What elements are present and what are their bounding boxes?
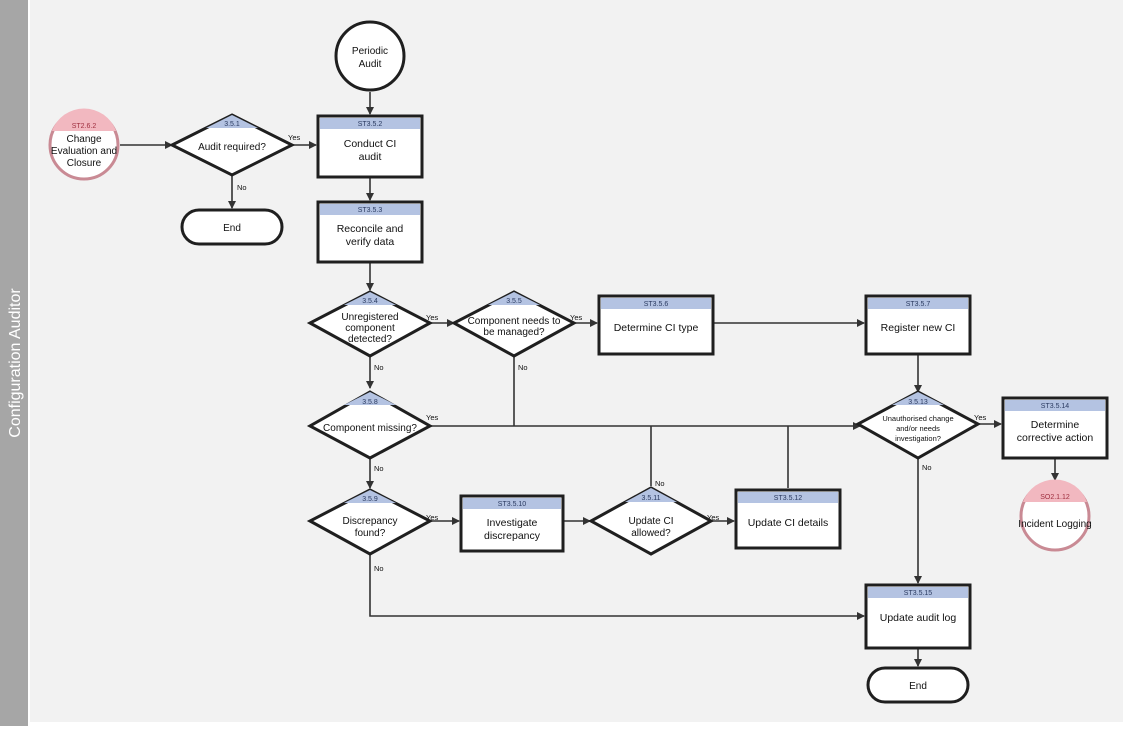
svg-text:Unauthorised change: Unauthorised change	[882, 414, 953, 423]
connectors	[120, 92, 1059, 667]
lane-title: Configuration Auditor	[7, 288, 24, 438]
svg-text:SO2.1.12: SO2.1.12	[1040, 494, 1070, 501]
svg-text:audit: audit	[359, 151, 382, 163]
svg-text:Closure: Closure	[67, 158, 102, 169]
svg-text:ST2.6.2: ST2.6.2	[72, 123, 97, 130]
end-event-1[interactable]: End	[180, 208, 284, 246]
svg-text:Periodic: Periodic	[352, 46, 388, 57]
lane-header-bar	[0, 0, 28, 726]
svg-text:ST3.5.3: ST3.5.3	[358, 207, 383, 214]
decision-3-5-8[interactable]: 3.5.8 Component missing?	[306, 390, 434, 460]
svg-text:Evaluation and: Evaluation and	[51, 146, 117, 157]
decision-3-5-11[interactable]: 3.5.11 Update CI allowed?	[587, 486, 715, 556]
task-st3-5-7[interactable]: ST3.5.7 Register new CI	[864, 294, 972, 356]
offpage-ref-so2112[interactable]: SO2.1.12 Incident Logging	[1018, 479, 1092, 552]
svg-text:3.5.8: 3.5.8	[362, 399, 378, 406]
task-st3-5-15[interactable]: ST3.5.15 Update audit log	[864, 583, 972, 650]
svg-text:Update CI details: Update CI details	[748, 517, 829, 529]
label-d354-no: No	[374, 363, 384, 372]
connector-labels: Yes No Yes Yes No No Yes No No Yes Yes N…	[237, 133, 986, 573]
task-st3-5-12[interactable]: ST3.5.12 Update CI details	[734, 488, 842, 550]
label-d3511-yes: Yes	[707, 513, 719, 522]
svg-text:Component missing?: Component missing?	[323, 423, 417, 434]
svg-text:found?: found?	[355, 528, 386, 539]
task-st3-5-14[interactable]: ST3.5.14 Determine corrective action	[1001, 396, 1109, 460]
decision-3-5-5[interactable]: 3.5.5 Component needs to be managed?	[450, 290, 578, 358]
decision-3-5-1[interactable]: 3.5.1 Audit required?	[168, 113, 296, 177]
label-d359-no: No	[374, 564, 384, 573]
label-d354-yes: Yes	[426, 313, 438, 322]
label-d3511-no: No	[655, 479, 665, 488]
svg-text:Update audit log: Update audit log	[880, 612, 957, 624]
task-st3-5-3[interactable]: ST3.5.3 Reconcile and verify data	[316, 200, 424, 264]
svg-text:detected?: detected?	[348, 334, 392, 345]
svg-text:component: component	[345, 323, 395, 334]
svg-text:Update CI: Update CI	[628, 516, 673, 527]
svg-text:Unregistered: Unregistered	[341, 312, 398, 323]
svg-text:Audit required?: Audit required?	[198, 142, 266, 153]
label-d3513-yes: Yes	[974, 413, 986, 422]
svg-text:Incident Logging: Incident Logging	[1018, 519, 1091, 530]
label-d351-no: No	[237, 183, 247, 192]
svg-text:allowed?: allowed?	[631, 528, 671, 539]
label-d351-yes: Yes	[288, 133, 300, 142]
svg-text:Investigate: Investigate	[487, 517, 538, 529]
svg-text:3.5.13: 3.5.13	[908, 399, 928, 406]
svg-text:3.5.11: 3.5.11	[642, 495, 661, 502]
svg-text:Register new CI: Register new CI	[881, 322, 956, 334]
svg-text:corrective action: corrective action	[1017, 432, 1094, 444]
svg-text:End: End	[909, 681, 927, 692]
start-event-periodic-audit[interactable]: Periodic Audit	[334, 20, 406, 92]
svg-text:be managed?: be managed?	[483, 327, 545, 338]
svg-text:Audit: Audit	[359, 59, 382, 70]
svg-text:Discrepancy: Discrepancy	[342, 516, 397, 527]
svg-text:discrepancy: discrepancy	[484, 530, 541, 542]
decision-3-5-9[interactable]: 3.5.9 Discrepancy found?	[306, 488, 434, 556]
label-d355-no: No	[518, 363, 528, 372]
svg-text:ST3.5.14: ST3.5.14	[1041, 403, 1070, 410]
end-event-2[interactable]: End	[866, 666, 970, 704]
task-st3-5-2[interactable]: ST3.5.2 Conduct CI audit	[316, 114, 424, 179]
label-d358-yes: Yes	[426, 413, 438, 422]
svg-text:Conduct CI: Conduct CI	[344, 138, 397, 150]
decision-3-5-13[interactable]: 3.5.13 Unauthorised change and/or needs …	[854, 390, 982, 460]
svg-text:Determine CI type: Determine CI type	[614, 322, 699, 334]
svg-text:Reconcile and: Reconcile and	[337, 223, 404, 235]
svg-text:3.5.4: 3.5.4	[362, 298, 378, 305]
edge-d359-no	[369, 554, 865, 620]
decision-3-5-4[interactable]: 3.5.4 Unregistered component detected?	[306, 290, 434, 358]
svg-text:ST3.5.6: ST3.5.6	[644, 301, 669, 308]
svg-text:End: End	[223, 223, 241, 234]
label-d358-no: No	[374, 464, 384, 473]
svg-text:ST3.5.7: ST3.5.7	[906, 301, 931, 308]
svg-text:investigation?: investigation?	[895, 434, 941, 443]
task-st3-5-6[interactable]: ST3.5.6 Determine CI type	[597, 294, 715, 356]
svg-text:ST3.5.12: ST3.5.12	[774, 495, 803, 502]
offpage-ref-st262[interactable]: ST2.6.2 Change Evaluation and Closure	[48, 108, 120, 181]
svg-text:verify data: verify data	[346, 236, 395, 248]
task-st3-5-10[interactable]: ST3.5.10 Investigate discrepancy	[459, 494, 565, 553]
svg-text:Component needs to: Component needs to	[468, 316, 561, 327]
svg-text:ST3.5.10: ST3.5.10	[498, 501, 527, 508]
svg-text:ST3.5.2: ST3.5.2	[358, 121, 383, 128]
label-d3513-no: No	[922, 463, 932, 472]
svg-text:Change: Change	[66, 134, 101, 145]
label-d355-yes: Yes	[570, 313, 582, 322]
svg-text:Determine: Determine	[1031, 419, 1080, 431]
svg-text:3.5.1: 3.5.1	[224, 121, 240, 128]
svg-text:3.5.9: 3.5.9	[362, 496, 378, 503]
svg-text:ST3.5.15: ST3.5.15	[904, 590, 933, 597]
svg-text:and/or needs: and/or needs	[896, 424, 940, 433]
svg-text:3.5.5: 3.5.5	[506, 298, 522, 305]
label-d359-yes: Yes	[426, 513, 438, 522]
